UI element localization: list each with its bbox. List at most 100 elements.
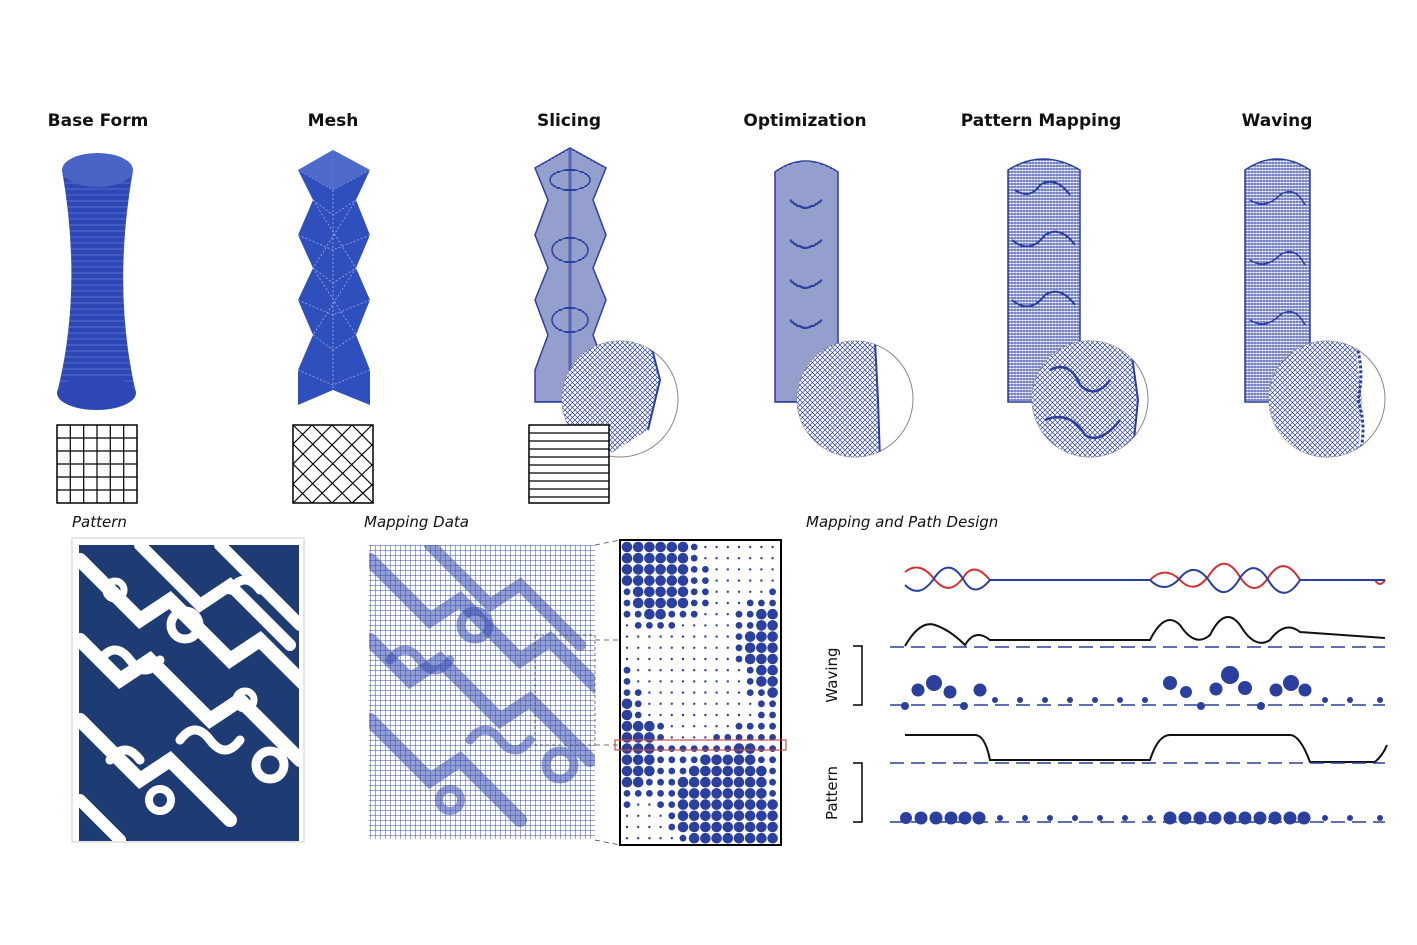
mapping-dot [666,597,678,609]
mapping-dot [690,745,698,752]
mapping-dot [644,743,655,754]
mapping-dot [623,599,631,607]
mapping-dot [648,657,651,661]
mapping-dot [746,689,754,696]
mapping-dot [715,568,718,571]
mapping-dot [621,709,633,721]
mapping-dot [644,564,655,575]
mapping-dot [726,635,729,638]
mapping-dot [726,657,729,661]
mapping-dot [657,622,664,629]
mapping-dot [644,597,655,609]
mapping-dot [758,722,765,730]
pattern-dot [900,812,912,824]
stage-title-base-form: Base Form [47,111,149,131]
mapping-dot [722,754,734,766]
mapping-dot [623,588,631,596]
mapping-dot [632,765,644,777]
mapping-dot [756,608,767,620]
mapping-dot [700,765,711,777]
mapping-dot [722,765,734,777]
section-title-pattern: Pattern [72,513,127,531]
mapping-dot [688,776,700,788]
mapping-dot [737,579,741,582]
mapping-dot [724,734,732,741]
mapping-dot [715,657,718,661]
mapping-dot [735,734,743,741]
mapping-dot [632,754,644,766]
mapping-dot [726,624,729,627]
mapping-dot [659,646,662,649]
mapping-dot [767,799,778,810]
mapping-dot [737,691,741,694]
mapping-dot [744,631,756,642]
mapping-dot [756,799,767,810]
mapping-dot [744,799,756,810]
mapping-dot [637,635,640,638]
mapping-dot [767,687,778,698]
mapping-dot [737,568,741,571]
mapping-dot [715,613,718,616]
mapping-dot [693,691,696,694]
mapping-dot [646,622,653,629]
mapping-dot [704,557,707,560]
mapping-dot [690,599,698,607]
mapping-dot [735,633,743,640]
mapping-dot [767,642,778,654]
mapping-dot [713,745,720,752]
optimization-column [774,160,839,403]
pattern-dot [1022,815,1028,821]
mapping-dot [637,837,640,840]
mapping-dot [637,669,640,672]
mapping-dot [666,575,678,586]
waving-dot [1347,697,1353,703]
waving-dot [1142,697,1148,703]
mapping-dot [677,776,689,788]
mapping-dot [657,756,664,764]
mapping-dot [623,689,631,696]
mapping-dot [767,631,778,642]
mapping-dot [733,765,745,777]
mapping-dot [677,597,689,609]
optimization-zoom-lens [796,340,914,458]
mapping-dot [621,541,633,553]
waving-dot [943,685,957,699]
mapping-dot [760,557,763,560]
mapping-dot [655,541,666,553]
pattern-dot [997,815,1003,821]
waving-dot [1017,697,1023,703]
waving-dot [1209,682,1223,696]
mapping-dot [756,620,767,631]
pattern-profile-line [905,734,1388,763]
mapping-dot [623,610,631,618]
mapping-dot [632,597,644,609]
mapping-dot [756,776,767,788]
waving-zoom-lens [1268,340,1386,458]
mapping-dot [715,691,718,694]
mapping-dot [670,702,673,705]
mapping-dot [749,579,752,582]
mapping-dot [726,713,729,717]
mapping-dot [668,812,676,820]
mapping-dot [681,702,685,705]
mapping-dot [704,646,707,649]
mapping-dot [648,713,651,717]
waving-dot [911,683,925,697]
mapping-dot [704,713,707,717]
mapping-dot [621,564,633,575]
mapping-dot [722,776,734,788]
waving-dot [1322,697,1328,703]
mapping-dot [711,765,722,777]
mapping-dot [690,554,698,562]
mapping-dot [632,743,644,754]
slicing-lines-icon [528,424,610,504]
mapping-dot [666,552,678,564]
mapping-dot [702,745,709,752]
mapping-dot [715,624,718,627]
mapping-dot [722,810,734,822]
mapping-dot [726,725,729,728]
pattern-dot [1122,815,1128,821]
pattern-mapping-column [1007,158,1081,403]
mapping-dot [657,722,664,730]
pattern-dot [1322,815,1328,821]
